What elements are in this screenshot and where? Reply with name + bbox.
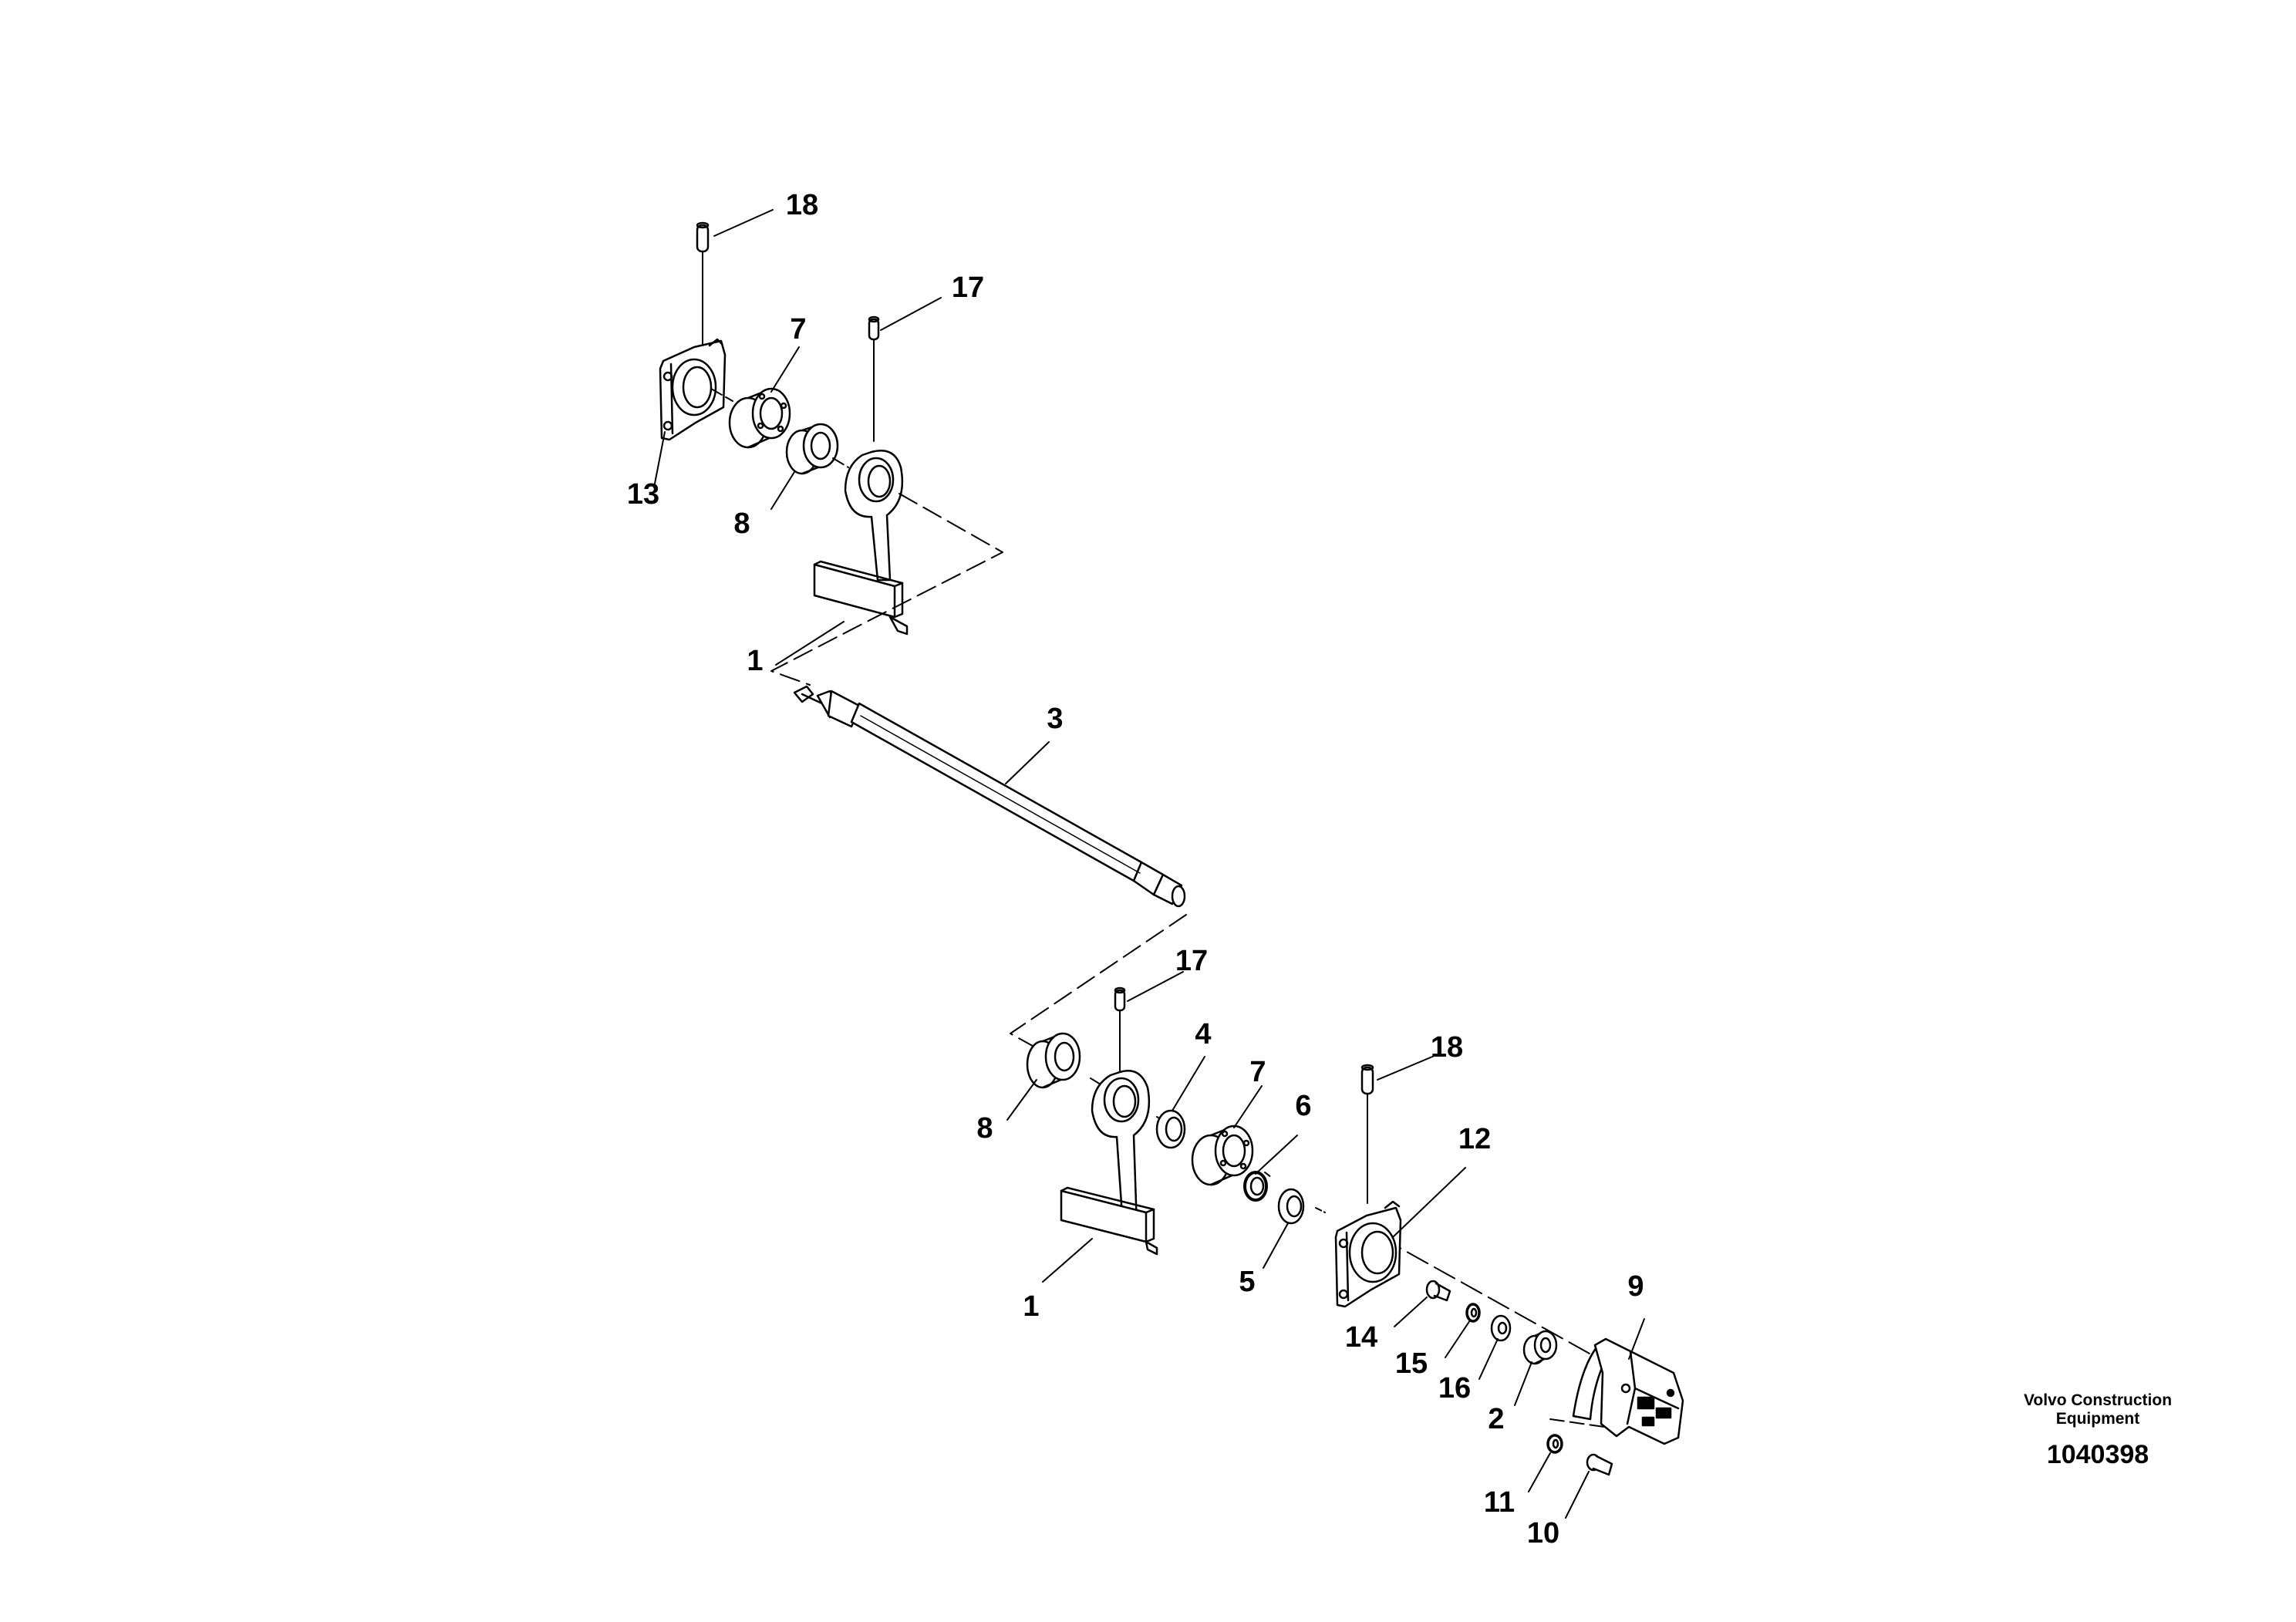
callout-18-upper: 18 xyxy=(785,189,819,221)
part-12-bearing-housing xyxy=(1334,1200,1402,1308)
part-18-pin-upper xyxy=(696,221,710,349)
callout-6: 6 xyxy=(1295,1090,1312,1122)
lower-centerline xyxy=(1010,914,1605,1428)
callout-16: 16 xyxy=(1438,1372,1472,1404)
callout-12: 12 xyxy=(1458,1123,1492,1155)
part-1-pedal-arm-upper xyxy=(813,450,909,636)
callout-14: 14 xyxy=(1344,1321,1378,1354)
callout-8-upper: 8 xyxy=(733,508,750,540)
brand-block: Volvo Construction Equipment 1040398 xyxy=(1959,1391,2237,1470)
brand-name-line1: Volvo Construction xyxy=(2023,1391,2173,1409)
part-8-bearing-lower xyxy=(1026,1032,1081,1089)
part-1-pedal-arm-lower xyxy=(1060,1070,1158,1256)
leader-lines xyxy=(653,209,1645,1519)
part-3-shaft xyxy=(793,685,1186,908)
part-15-washer xyxy=(1465,1303,1481,1323)
callout-9: 9 xyxy=(1627,1270,1644,1303)
callout-1-lower: 1 xyxy=(1023,1290,1040,1323)
part-2-bushing xyxy=(1522,1330,1558,1365)
callout-3: 3 xyxy=(1047,703,1064,735)
part-17-pin-lower xyxy=(1114,986,1126,1074)
callout-7-upper: 7 xyxy=(790,313,807,346)
drawing-number: 1040398 xyxy=(2046,1440,2149,1469)
callout-7-lower: 7 xyxy=(1249,1056,1266,1088)
upper-centerline xyxy=(710,388,1003,686)
part-5-washer xyxy=(1277,1188,1305,1225)
callout-1-upper: 1 xyxy=(747,645,764,677)
part-7-bearing-upper xyxy=(728,387,791,449)
part-18-pin-lower xyxy=(1360,1064,1374,1204)
callout-15: 15 xyxy=(1394,1347,1428,1380)
callout-11: 11 xyxy=(1483,1486,1515,1519)
part-6-snap-ring xyxy=(1243,1171,1268,1202)
part-8-bearing-upper xyxy=(785,423,839,475)
part-16-washer xyxy=(1490,1314,1512,1342)
callout-5: 5 xyxy=(1239,1266,1256,1298)
part-17-pin-upper xyxy=(868,315,880,442)
part-7-bearing-lower xyxy=(1191,1125,1254,1186)
callout-2: 2 xyxy=(1488,1403,1505,1435)
part-11-washer xyxy=(1546,1434,1563,1454)
part-9-sensor xyxy=(1572,1337,1684,1445)
part-4-washer xyxy=(1155,1109,1186,1149)
callout-4: 4 xyxy=(1195,1018,1212,1050)
callout-17-lower: 17 xyxy=(1175,945,1209,977)
callout-13: 13 xyxy=(626,478,660,511)
callout-10: 10 xyxy=(1526,1517,1560,1549)
part-13-bearing-housing xyxy=(659,338,727,441)
callout-17-upper: 17 xyxy=(951,271,985,304)
part-10-bolt xyxy=(1586,1453,1613,1476)
callout-18-lower: 18 xyxy=(1430,1031,1464,1064)
brand-name-line2: Equipment xyxy=(2055,1410,2140,1428)
callout-8-lower: 8 xyxy=(976,1112,993,1145)
part-14-screw xyxy=(1425,1280,1451,1302)
